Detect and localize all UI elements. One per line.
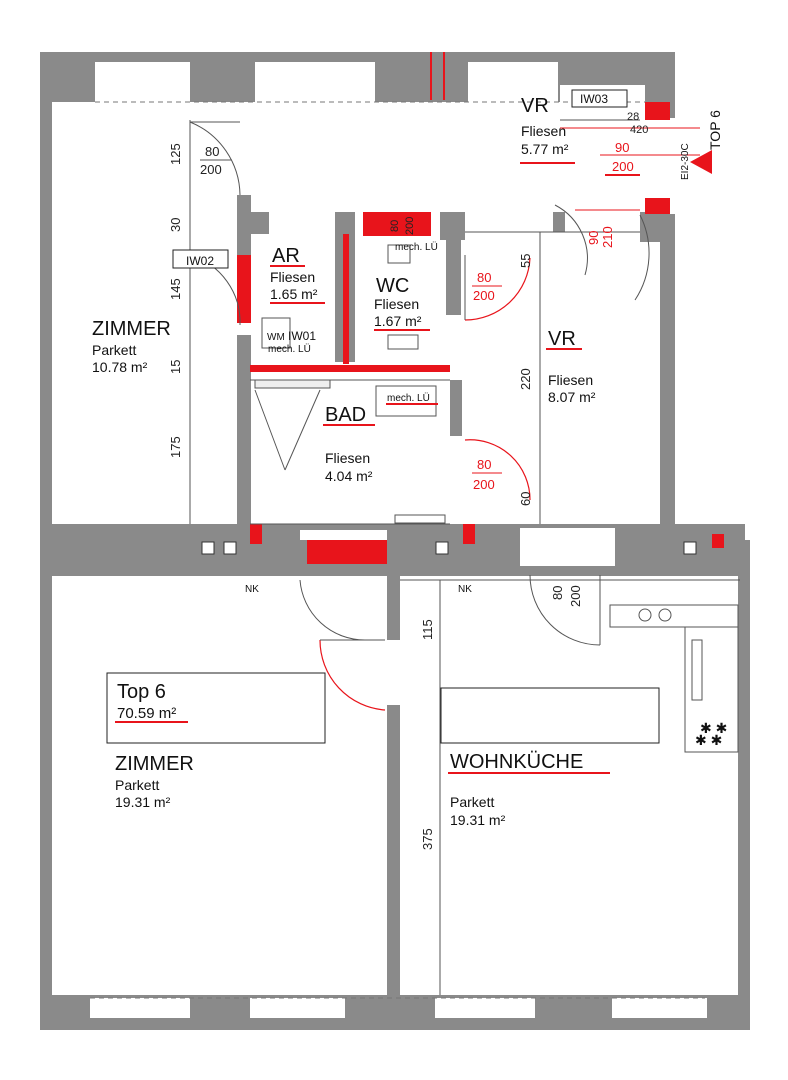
- ar-floor: Fliesen: [270, 269, 315, 285]
- door-entry-height: 200: [612, 159, 634, 174]
- red-markings: [237, 52, 724, 564]
- zimmer-top-area: 10.78 m²: [92, 359, 148, 375]
- dim-15: 15: [168, 360, 183, 374]
- door-kueche-width: 80: [550, 586, 565, 600]
- wohnkueche-floor: Parkett: [450, 794, 494, 810]
- door-wc-top-width: 80: [389, 220, 401, 232]
- iw01-tag: IW01: [288, 329, 316, 343]
- vr-top-name: VR: [521, 95, 549, 117]
- bad-name: BAD: [325, 404, 366, 426]
- door-kueche-height: 200: [568, 585, 583, 607]
- mech-lu-ar-tag: mech. LÜ: [268, 343, 311, 355]
- wc-name: WC: [376, 275, 409, 297]
- iw02-tag: IW02: [186, 254, 214, 268]
- mech-lu-wc-tag: mech. LÜ: [395, 241, 438, 253]
- svg-text:✱ ✱: ✱ ✱: [700, 720, 727, 736]
- zimmer-bottom-name: ZIMMER: [115, 753, 194, 775]
- walls: [40, 52, 750, 1030]
- vr-top-area: 5.77 m²: [521, 141, 569, 157]
- zimmer-bottom-floor: Parkett: [115, 777, 159, 793]
- door-bad-width: 80: [477, 457, 491, 472]
- dim-55: 55: [518, 254, 533, 268]
- kitchen-counter: ✱ ✱ ✱ ✱: [609, 604, 739, 753]
- door-bad-height: 200: [473, 477, 495, 492]
- mech-lu-bad-tag: mech. LÜ: [387, 392, 430, 404]
- vr-top-floor: Fliesen: [521, 123, 566, 139]
- vr-mid-floor: Fliesen: [548, 372, 593, 388]
- dim-28: 28: [627, 111, 639, 123]
- dim-125: 125: [168, 143, 183, 165]
- bad-floor: Fliesen: [325, 450, 370, 466]
- dim-375: 375: [420, 828, 435, 850]
- top6-box: Top 6 70.59 m²: [106, 672, 326, 744]
- dim-115: 115: [420, 619, 435, 640]
- bath-fixtures: [254, 244, 446, 524]
- top6-title: Top 6: [117, 681, 166, 703]
- room-labels: ZIMMER Parkett 10.78 m² VR Fliesen 5.77 …: [92, 95, 610, 828]
- door-vr-width: 90: [586, 231, 601, 245]
- nk-markers: [201, 541, 697, 555]
- wm-tag: WM: [267, 332, 285, 343]
- door-vr-height: 210: [600, 226, 615, 248]
- dim-30: 30: [168, 218, 183, 232]
- zimmer-top-floor: Parkett: [92, 342, 136, 358]
- nk-right-tag: NK: [458, 584, 472, 595]
- doors: [189, 121, 650, 711]
- door-wc-width: 80: [477, 270, 491, 285]
- wohnkueche-area: 19.31 m²: [450, 812, 506, 828]
- nk-left-tag: NK: [245, 584, 259, 595]
- door-zimmer-height: 200: [200, 162, 222, 177]
- top6-side-label: TOP 6: [707, 110, 723, 150]
- dim-145: 145: [168, 278, 183, 300]
- wc-floor: Fliesen: [374, 296, 419, 312]
- zimmer-bottom-area: 19.31 m²: [115, 794, 171, 810]
- svg-text:✱ ✱: ✱ ✱: [695, 732, 722, 748]
- dim-420: 420: [630, 124, 648, 136]
- iw03-tag: IW03: [580, 92, 608, 106]
- dim-220: 220: [518, 368, 533, 390]
- dim-175: 175: [168, 436, 183, 458]
- ar-area: 1.65 m²: [270, 286, 318, 302]
- ar-name: AR: [272, 245, 300, 267]
- bad-area: 4.04 m²: [325, 468, 373, 484]
- zimmer-top-name: ZIMMER: [92, 318, 171, 340]
- tags: IW03 IW01 IW02 WM mech. LÜ mech. LÜ mech…: [172, 89, 723, 595]
- door-wc-height: 200: [473, 288, 495, 303]
- wohnkueche-name: WOHNKÜCHE: [450, 751, 583, 773]
- vr-mid-area: 8.07 m²: [548, 389, 596, 405]
- door-zimmer-width: 80: [205, 144, 219, 159]
- dimension-texts: 125 30 145 15 175 220 55 60 115 375 28 4…: [168, 111, 648, 850]
- top6-area: 70.59 m²: [117, 705, 176, 722]
- ei30-label: EI2-30C: [680, 143, 691, 180]
- vr-mid-name: VR: [548, 328, 576, 350]
- door-wc-top-height: 200: [404, 217, 416, 235]
- kitchen-label-box: [440, 687, 660, 744]
- door-entry-width: 90: [615, 140, 629, 155]
- wc-area: 1.67 m²: [374, 313, 422, 329]
- dim-60: 60: [518, 492, 533, 506]
